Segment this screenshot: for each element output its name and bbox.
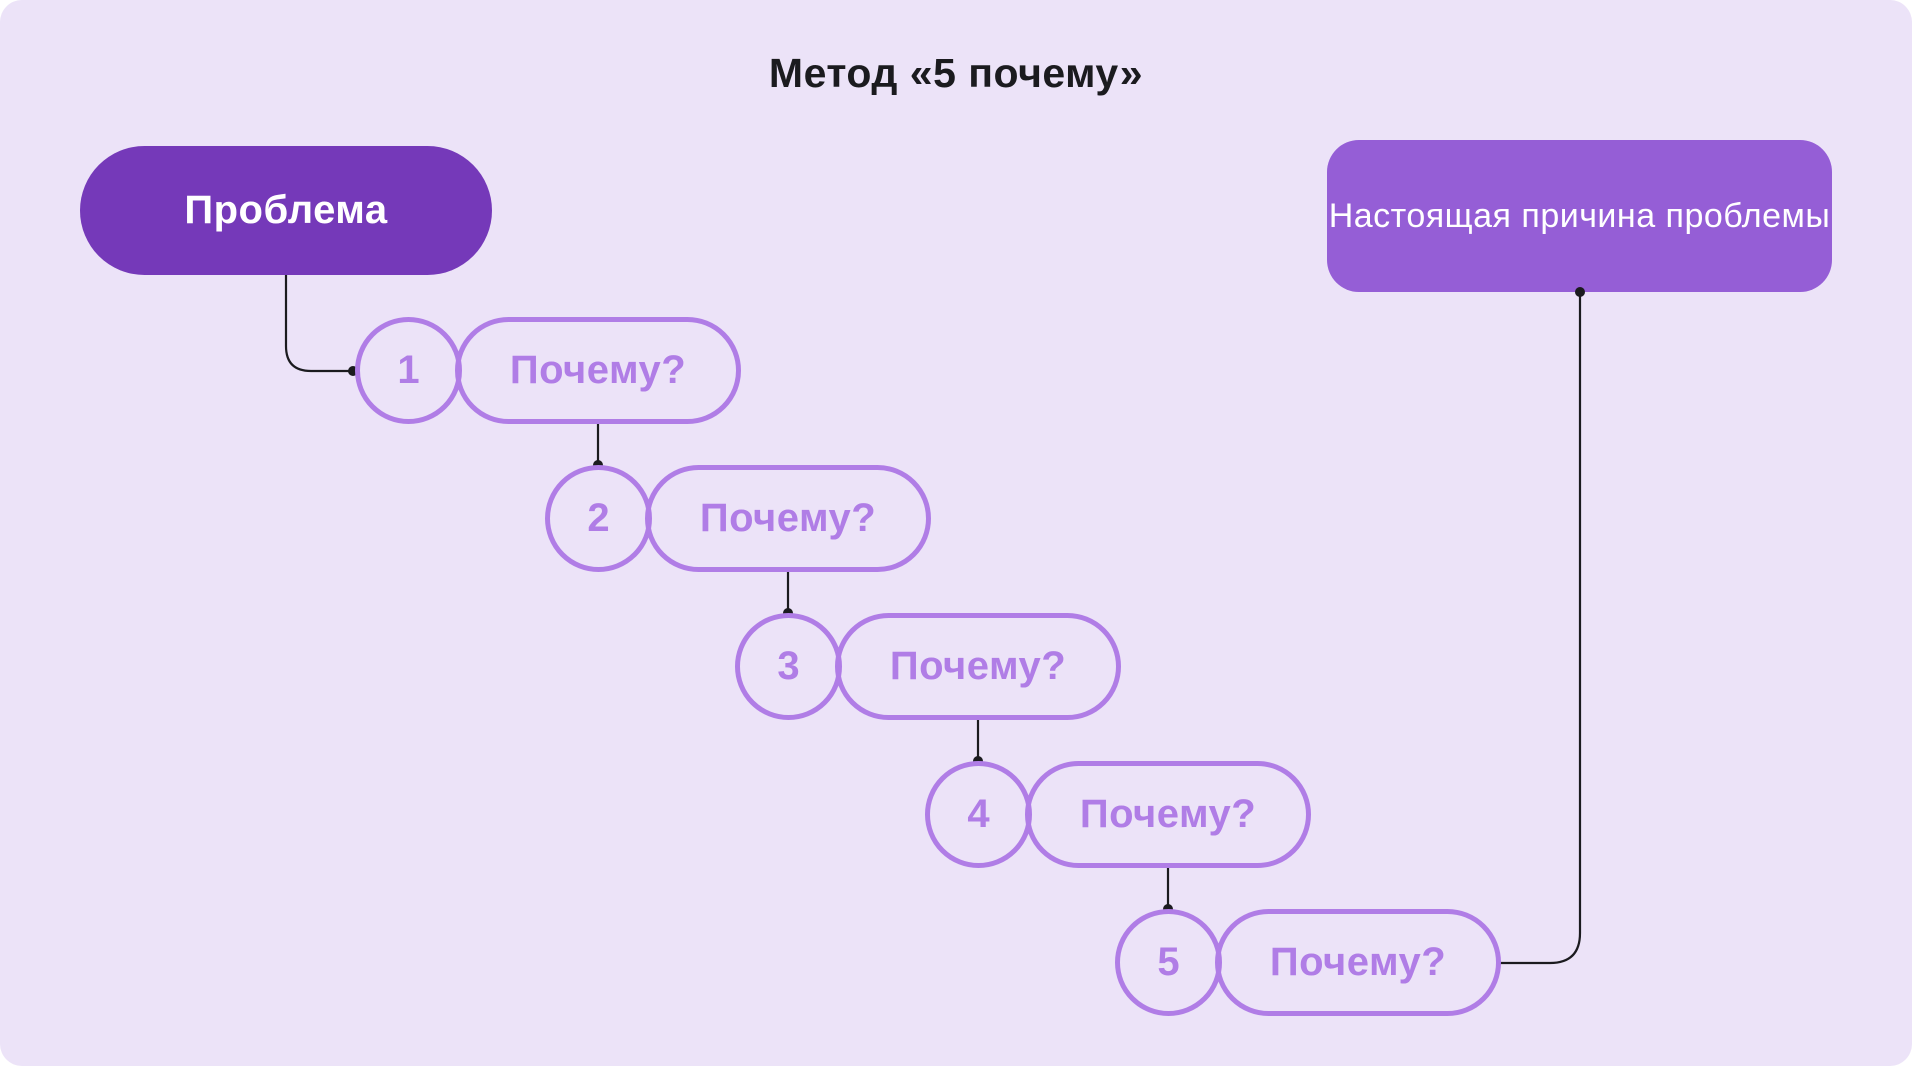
connector-step5-root-cause [1499, 292, 1582, 965]
root-cause-label: Настоящая причина проблемы [1328, 196, 1831, 235]
root-cause-node: Настоящая причина проблемы [1327, 140, 1832, 292]
why-step-3: 3 Почему? [735, 613, 1123, 720]
step-number-badge: 2 [545, 465, 652, 572]
why-step-5: 5 Почему? [1115, 909, 1503, 1016]
step-number-badge: 1 [355, 317, 462, 424]
why-question: Почему? [645, 465, 931, 572]
why-question: Почему? [455, 317, 741, 424]
why-question: Почему? [1025, 761, 1311, 868]
why-step-1: 1 Почему? [355, 317, 743, 424]
why-question: Почему? [835, 613, 1121, 720]
connector-problem-step1 [284, 275, 353, 373]
step-number-badge: 3 [735, 613, 842, 720]
problem-node: Проблема [80, 146, 492, 275]
why-question: Почему? [1215, 909, 1501, 1016]
why-step-2: 2 Почему? [545, 465, 933, 572]
diagram-title: Метод «5 почему» [768, 50, 1144, 96]
problem-label: Проблема [184, 188, 388, 232]
step-number-badge: 4 [925, 761, 1032, 868]
why-step-4: 4 Почему? [925, 761, 1313, 868]
step-number-badge: 5 [1115, 909, 1222, 1016]
